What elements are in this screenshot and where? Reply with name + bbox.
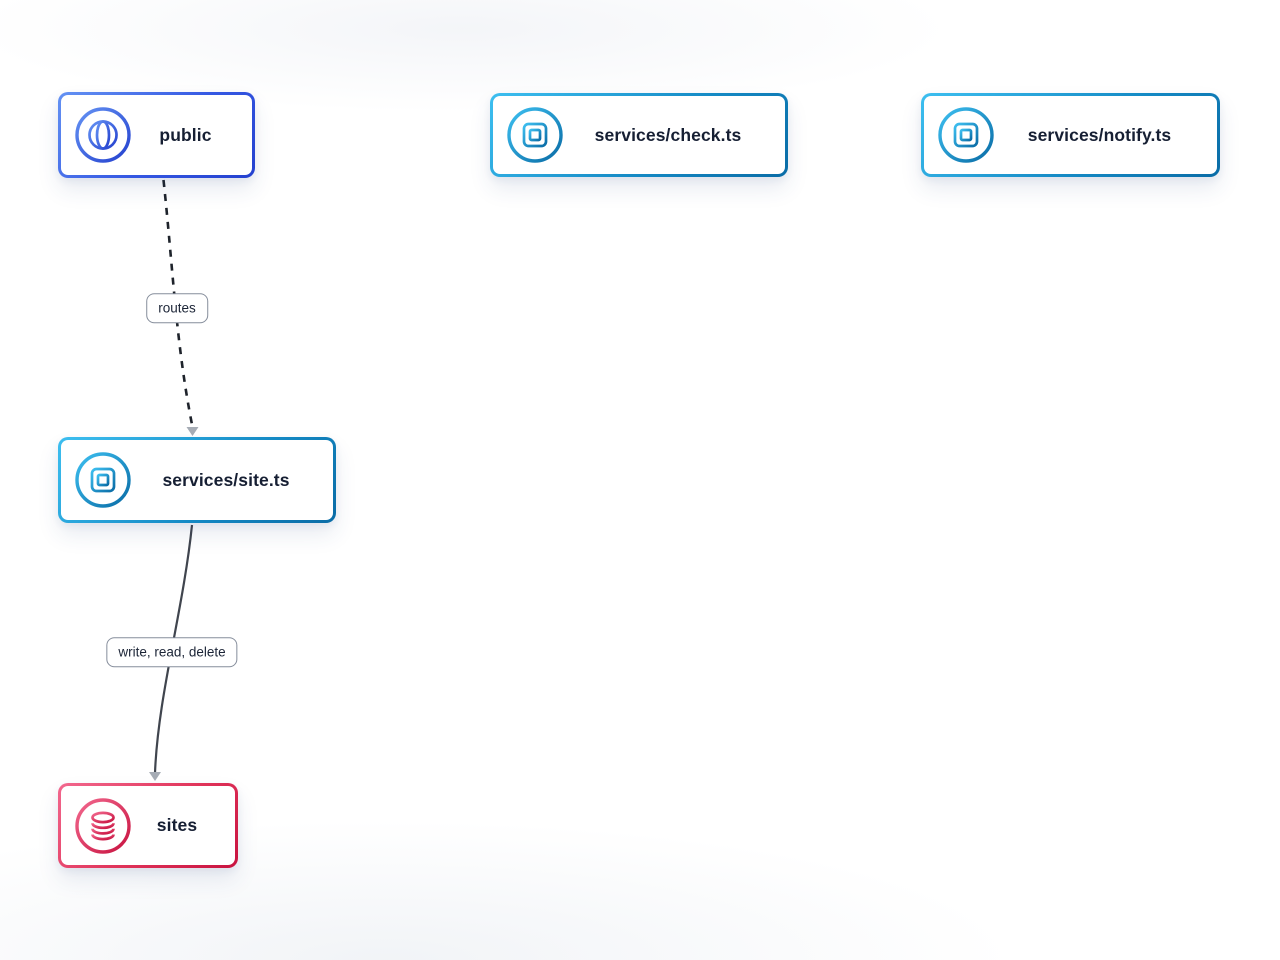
chip-icon [936,105,996,165]
node-label: services/notify.ts [1027,124,1172,145]
node-label: public [159,124,212,145]
edge-label-routes: routes [146,293,208,323]
edge-label-write-read-delete: write, read, delete [106,637,238,667]
chip-icon [505,105,565,165]
globe-icon [73,105,133,165]
node-card: services/site.ts [61,440,333,520]
node-label: services/check.ts [594,124,742,145]
node-services-check[interactable]: services/check.ts [490,93,788,177]
node-card: services/notify.ts [924,96,1217,174]
arrowhead-icon [149,772,161,781]
node-services-site[interactable]: services/site.ts [58,437,336,523]
node-label: services/site.ts [162,469,290,490]
chip-icon [73,450,133,510]
node-public-gateway[interactable]: public [58,92,255,178]
node-card: public [61,95,252,175]
database-icon [73,796,133,856]
node-label: sites [156,815,198,835]
node-card: sites [61,786,235,865]
node-services-notify[interactable]: services/notify.ts [921,93,1220,177]
node-card: services/check.ts [493,96,785,174]
node-sites-database[interactable]: sites [58,783,238,868]
arrowhead-icon [186,427,199,436]
